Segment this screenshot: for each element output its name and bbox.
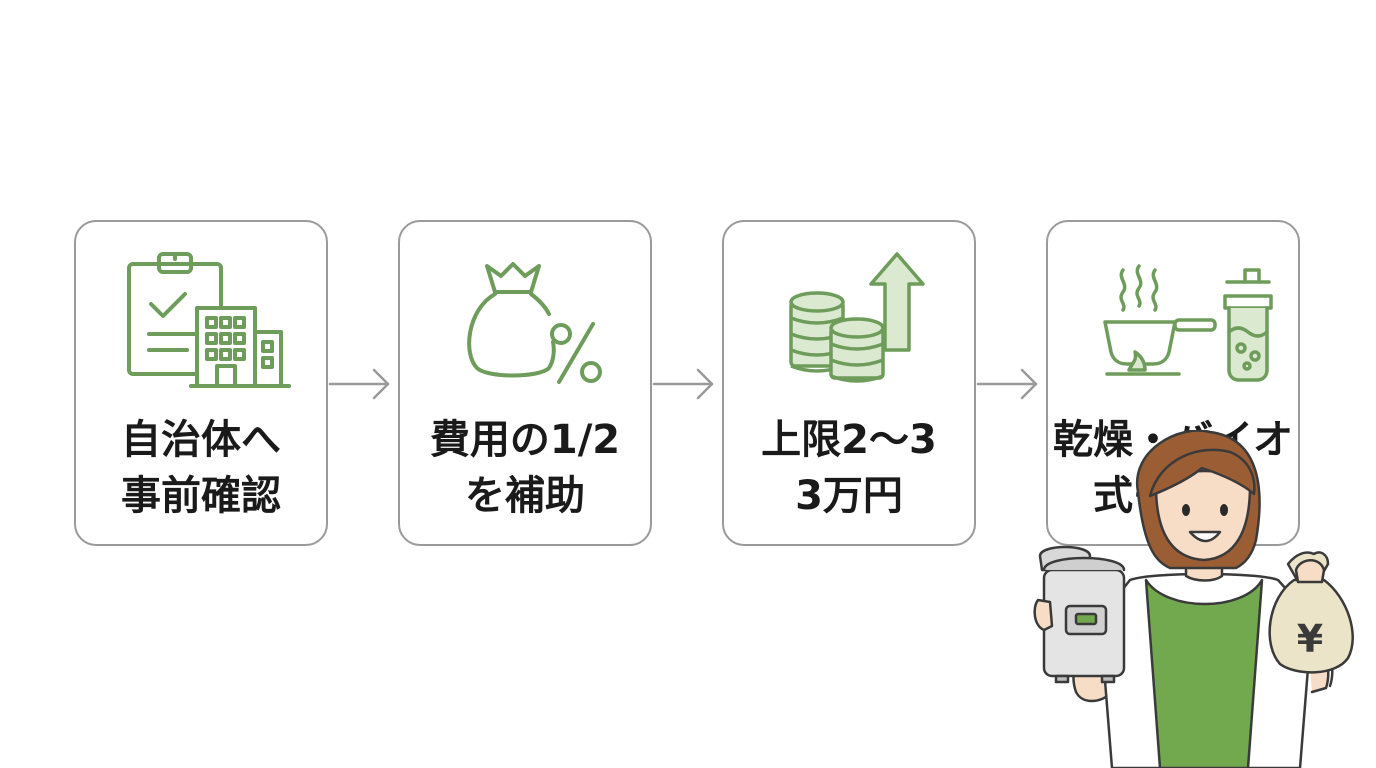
step-label-line1: 上限2〜3 (761, 417, 937, 463)
step-label-line1: 自治体へ (121, 417, 281, 463)
step-label-line1: 費用の1/2 (429, 417, 621, 463)
coins-arrow-up-icon (789, 252, 925, 383)
right-arrow-icon (976, 368, 1038, 400)
money-bag-percent-icon (467, 262, 602, 384)
step-label-line2: 3万円 (795, 473, 903, 519)
right-arrow-icon (328, 368, 390, 400)
woman-with-composter-and-yen-bag-icon: ¥ (1033, 430, 1354, 768)
clipboard-building-icon (127, 252, 291, 388)
step-card-half-subsidy: 費用の1/2 を補助 (398, 220, 652, 546)
step-label: 費用の1/2 を補助 (400, 412, 650, 524)
step-label-line2: 事前確認 (121, 473, 281, 519)
step-card-upper-limit: 上限2〜3 3万円 (722, 220, 976, 546)
step-label: 上限2〜3 3万円 (724, 412, 974, 524)
step-card-municipal-check: 自治体へ 事前確認 (74, 220, 328, 546)
right-arrow-icon (652, 368, 714, 400)
step-label-line2: を補助 (465, 473, 585, 519)
yen-symbol: ¥ (1297, 617, 1323, 661)
step-label: 自治体へ 事前確認 (76, 412, 326, 524)
dryer-bio-composter-icon (1103, 264, 1273, 382)
